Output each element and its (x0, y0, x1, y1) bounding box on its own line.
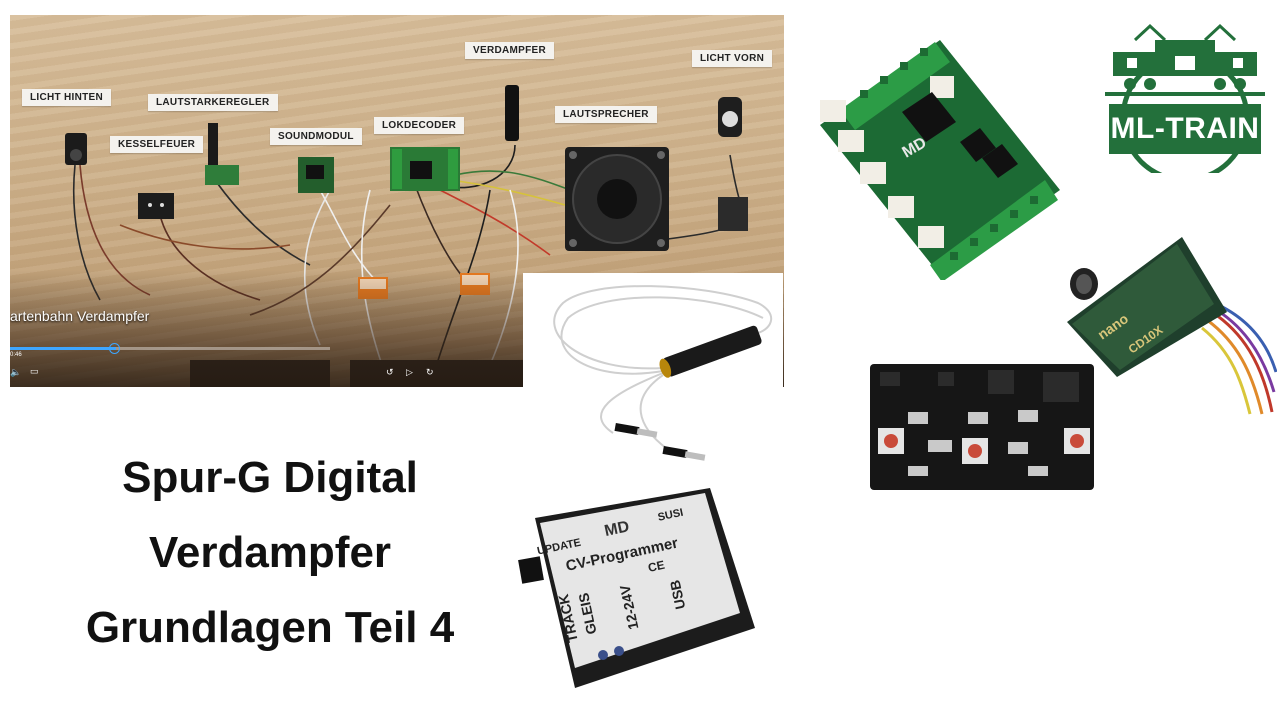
label-soundmodul: SOUNDMODUL (270, 128, 362, 145)
cv-voltage-label: 12-24V (616, 583, 642, 632)
headline-line-3: Grundlagen Teil 4 (85, 603, 455, 652)
play-icon[interactable]: ▷ (406, 367, 413, 377)
headline-line-2: Verdampfer (148, 528, 392, 577)
video-screenshot[interactable]: LICHT HINTEN LAUTSTARKEREGLER KESSELFEUE… (10, 15, 784, 387)
ml-train-logo: ML-TRAIN (1105, 18, 1265, 173)
cv-programmer-photo: UPDATE MD SUSI CV-Programmer CE TRACK GL… (515, 478, 760, 693)
led-board-photo (870, 364, 1094, 490)
cv-update-label: UPDATE (536, 536, 583, 558)
verdampfer-drawing (553, 285, 773, 461)
label-licht-vorn: LICHT VORN (692, 50, 773, 67)
cv-programmer-case (518, 488, 755, 688)
video-time: 0:46 (10, 352, 22, 358)
cv-usb-label: USB (666, 578, 689, 611)
label-lautstaerkeregler: LAUTSTARKEREGLER (148, 94, 278, 111)
video-title: artenbahn Verdampfer (10, 308, 150, 324)
progress-bar[interactable] (10, 347, 330, 350)
label-kesselfeuer: KESSELFEUER (110, 136, 204, 153)
cv-susi-label: SUSI (656, 506, 685, 524)
cv-brand-logo: MD (602, 518, 631, 541)
nano-module-photo: nano CD10X (1067, 237, 1277, 415)
verdampfer-photo (523, 273, 783, 473)
logo-text: ML-TRAIN (1109, 104, 1261, 154)
subtitles-icon[interactable]: ▭ (30, 366, 39, 376)
cv-gleis-label: GLEIS (575, 591, 600, 636)
headline: Spur-G Digital Verdampfer Grundlagen Tei… (40, 440, 500, 665)
label-licht-hinten: LICHT HINTEN (22, 89, 112, 106)
label-verdampfer: VERDAMPFER (465, 42, 555, 59)
rewind-icon[interactable]: ↺ (386, 367, 394, 377)
decoder-module-photo: MD (820, 40, 1060, 280)
headline-line-1: Spur-G Digital (122, 453, 418, 502)
label-lokdecoder: LOKDECODER (374, 117, 465, 134)
progress-fill (10, 347, 116, 350)
cv-ce-mark: CE (646, 557, 666, 575)
volume-icon[interactable]: 🔈 (10, 367, 22, 377)
forward-icon[interactable]: ↻ (426, 367, 434, 377)
label-lautsprecher: LAUTSPRECHER (555, 106, 657, 123)
progress-knob[interactable] (109, 343, 120, 354)
